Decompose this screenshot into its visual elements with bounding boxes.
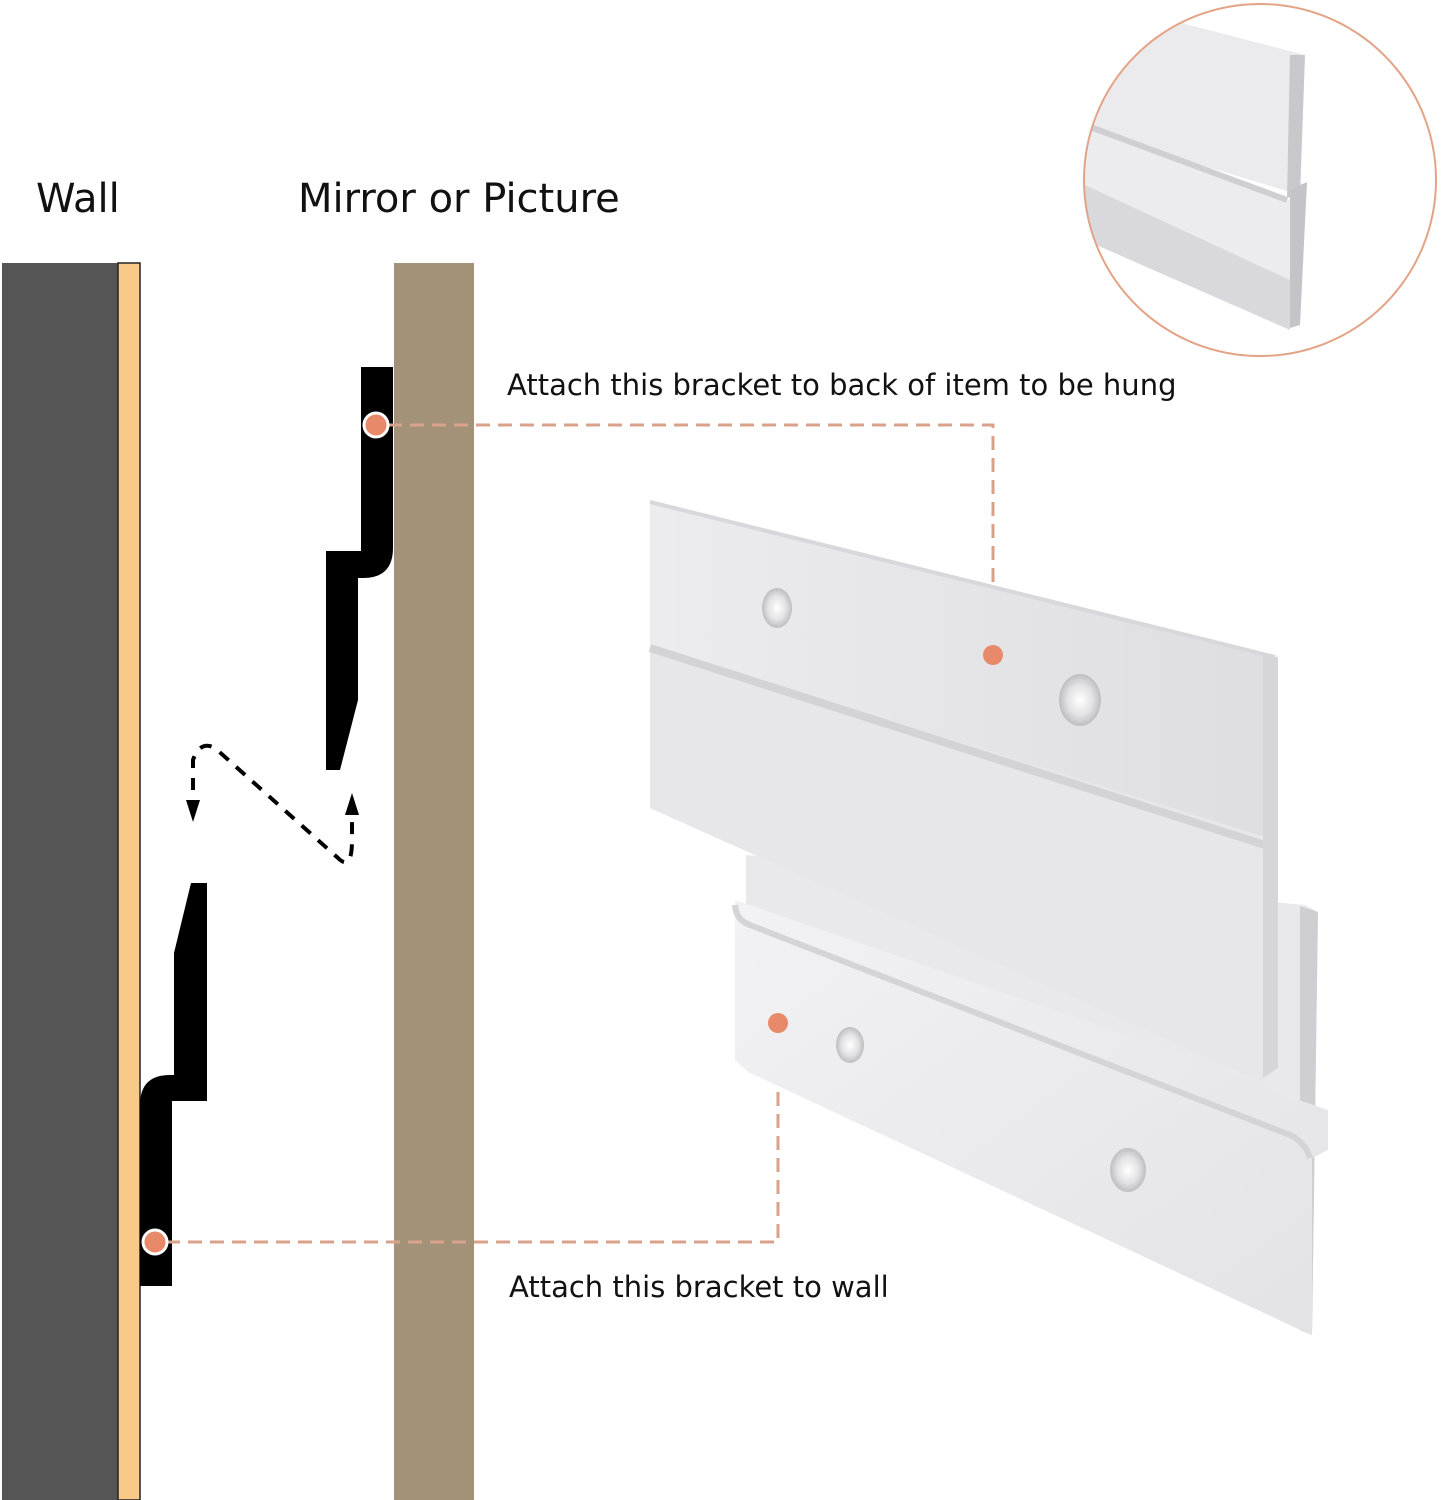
photo-item-bracket-dot — [983, 645, 1003, 665]
mirror-panel — [394, 263, 474, 1500]
callout-dots — [141, 411, 1003, 1256]
bracket-product-photo — [648, 500, 1328, 1335]
callout-lines — [166, 423, 995, 1244]
up-arrowhead-icon — [345, 793, 359, 815]
down-arrowhead-icon — [186, 800, 200, 822]
item-bracket-dot — [362, 411, 390, 439]
wall-section — [2, 262, 141, 1500]
profile-detail-inset — [1083, 3, 1437, 357]
wall-block — [2, 263, 118, 1500]
mirror-label: Mirror or Picture — [298, 176, 620, 222]
wall-surface-strip — [117, 262, 141, 1500]
item-bracket-caption: Attach this bracket to back of item to b… — [507, 368, 1177, 402]
item-bracket-profile — [326, 367, 393, 770]
photo-wall-bracket-dot — [768, 1013, 788, 1033]
wall-bracket-profile — [140, 883, 207, 1286]
wall-bracket-dot — [141, 1228, 169, 1256]
inset-ring — [1083, 3, 1437, 357]
wall-label: Wall — [36, 176, 120, 222]
wall-bracket-caption: Attach this bracket to wall — [509, 1270, 889, 1304]
hang-motion-arrow — [191, 743, 354, 865]
